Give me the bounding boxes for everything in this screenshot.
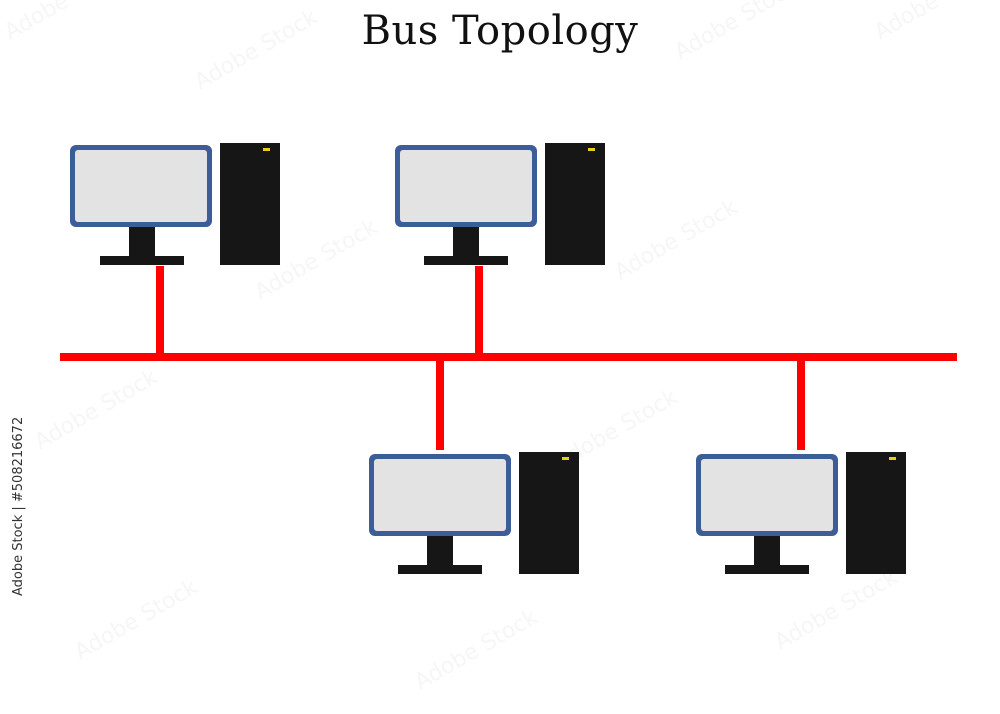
computer-node-3 [369,452,579,574]
stock-id-separator: | [11,502,26,511]
monitor-icon [395,145,537,265]
stock-source-text: Adobe Stock [11,514,26,596]
monitor-icon [696,454,838,574]
svg-text:Adobe Stock: Adobe Stock [771,565,903,656]
svg-text:Adobe Stock: Adobe Stock [671,0,803,65]
svg-text:Adobe Stock: Adobe Stock [191,5,323,96]
svg-text:Adobe Stock: Adobe Stock [611,195,743,286]
computer-tower-icon [220,143,280,265]
svg-text:Adobe Stock: Adobe Stock [871,0,1000,45]
diagram-title: Bus Topology [361,8,639,54]
computer-node-4 [696,452,906,574]
svg-text:Adobe Stock: Adobe Stock [71,575,203,666]
computer-node-2 [395,143,605,265]
monitor-icon [369,454,511,574]
monitor-icon [70,145,212,265]
computer-tower-icon [519,452,579,574]
svg-text:Adobe Stock: Adobe Stock [1,0,133,45]
computer-node-1 [70,143,280,265]
computer-tower-icon [846,452,906,574]
stock-id-text: #508216672 [11,416,26,503]
svg-text:Adobe Stock: Adobe Stock [31,365,163,456]
stock-watermark-label: Adobe Stock | #508216672 [11,417,26,596]
svg-text:Adobe Stock: Adobe Stock [411,605,543,696]
computer-tower-icon [545,143,605,265]
watermark-pattern: Adobe Stock Adobe Stock Adobe Stock Adob… [1,0,1000,695]
